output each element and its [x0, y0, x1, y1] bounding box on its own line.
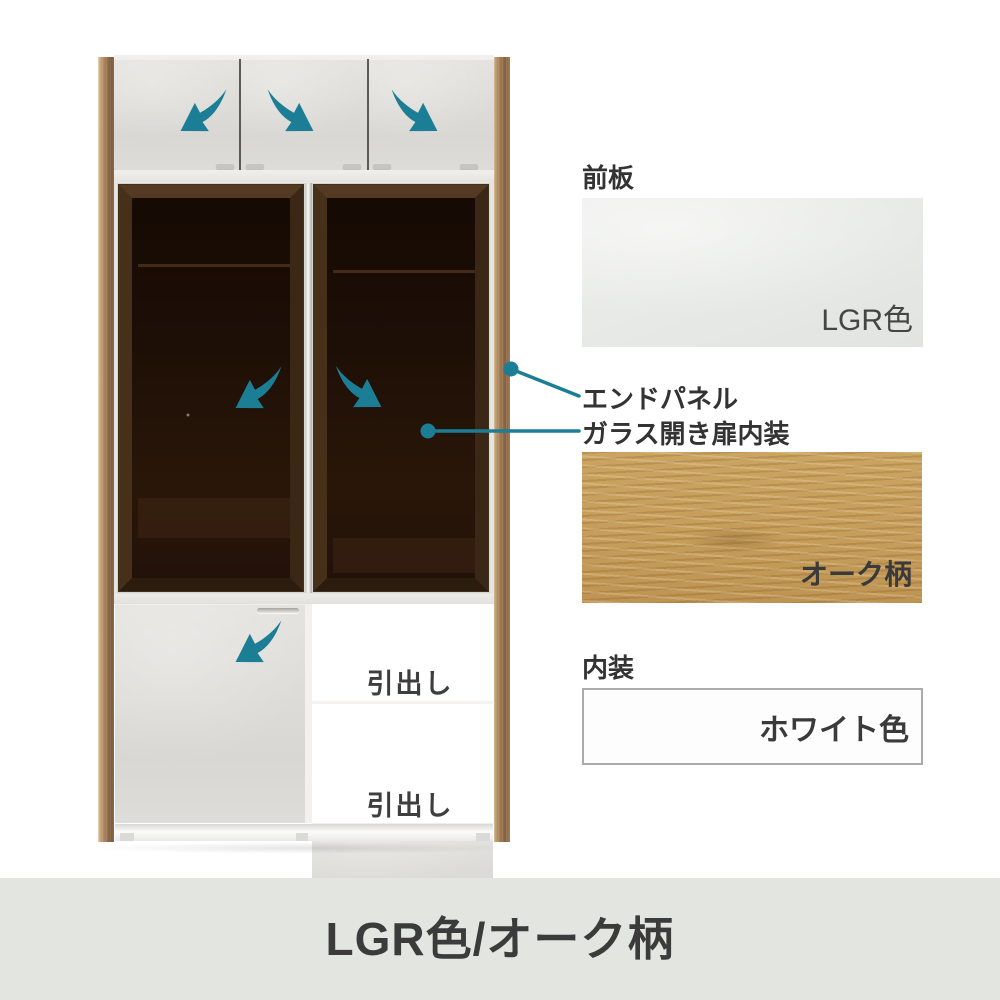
hinge [246, 164, 264, 169]
door-open-arrow-right-icon [258, 89, 320, 140]
cabinet-frame-strip [114, 594, 494, 604]
door-open-arrow-left-icon [174, 89, 236, 140]
front-board-swatch-lgr: LGR色 [582, 198, 923, 347]
cabinet-foot [120, 833, 134, 841]
glass-door-center-divider [305, 183, 312, 593]
lower-door-left [115, 604, 305, 823]
door-handle-notch [257, 608, 299, 613]
door-open-arrow-right-icon [382, 89, 444, 140]
cabinet-top-edge [114, 55, 494, 59]
cabinet-foot [296, 833, 308, 841]
hinge [460, 164, 478, 169]
glass-door-left-frame [119, 185, 303, 591]
door-open-arrow-left-icon [229, 620, 291, 671]
cabinet-side-panel-left [98, 57, 114, 842]
callout-end-panel: エンドパネル [582, 384, 739, 414]
interior-reflection [333, 538, 485, 573]
cabinet-frame-strip [114, 170, 494, 182]
cabinet-foot [476, 833, 490, 841]
interior-heading: 内装 [582, 653, 635, 683]
oak-pattern-label: オーク柄 [799, 559, 912, 590]
hinge [216, 164, 234, 169]
cabinet-gap [312, 701, 493, 704]
cabinet-gap [305, 604, 312, 823]
upper-cabinet-doors [114, 59, 494, 170]
door-open-arrow-left-icon [229, 366, 291, 417]
drawer-upper-label: 引出し [366, 669, 454, 699]
shelf-edge [138, 264, 298, 267]
footer-bar: LGR色/オーク柄 [0, 878, 1000, 1000]
shelf-edge [333, 270, 485, 273]
upper-door-1 [114, 59, 240, 170]
oak-pattern-swatch: オーク柄 [582, 452, 922, 603]
glass-door-right-frame [314, 185, 488, 591]
front-board-heading: 前板 [582, 163, 635, 193]
upper-door-3 [368, 59, 494, 170]
lgr-color-label: LGR色 [821, 304, 913, 337]
glass-glint [186, 413, 190, 417]
cabinet-kickboard [115, 824, 493, 841]
interior-reflection [138, 498, 300, 538]
interior-swatch-white: ホワイト色 [582, 688, 923, 765]
door-open-arrow-right-icon [326, 365, 388, 416]
cabinet-end-panel-right [494, 57, 510, 842]
hinge [343, 164, 361, 169]
drawer-lower-label: 引出し [366, 791, 454, 821]
floor-shadow [92, 842, 520, 854]
white-color-label: ホワイト色 [759, 713, 909, 747]
color-combination-title: LGR色/オーク柄 [325, 913, 675, 965]
callout-labels: エンドパネル ガラス開き扉内装 [582, 382, 789, 452]
callout-glass-interior: ガラス開き扉内装 [582, 419, 790, 449]
hinge [373, 164, 391, 169]
